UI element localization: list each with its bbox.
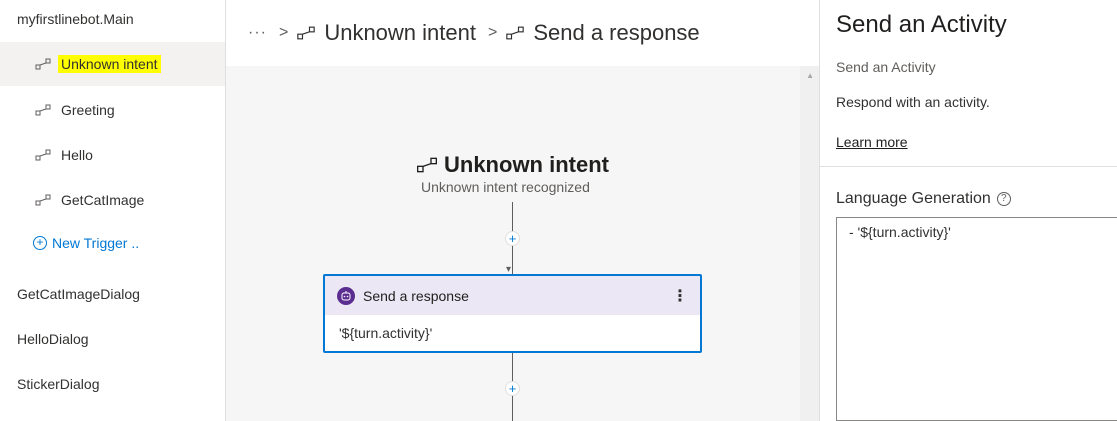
dialog-title-main[interactable]: myfirstlinebot.Main bbox=[17, 11, 134, 27]
trigger-icon bbox=[35, 149, 51, 161]
new-trigger-label: New Trigger .. bbox=[52, 235, 140, 251]
card-body: '${turn.activity}' bbox=[339, 325, 433, 341]
add-action-button[interactable]: + bbox=[505, 381, 520, 396]
sidebar-item-unknown-intent[interactable]: Unknown intent bbox=[0, 42, 225, 86]
card-title: Send a response bbox=[363, 287, 469, 304]
new-trigger-button[interactable]: + New Trigger .. bbox=[33, 235, 139, 251]
panel-title: Send an Activity bbox=[836, 11, 1007, 38]
breadcrumb: ··· > Unknown intent > Send a response bbox=[226, 0, 819, 66]
dialog-item-getcatimagedialog[interactable]: GetCatImageDialog bbox=[17, 286, 140, 302]
sidebar-item-hello[interactable]: Hello bbox=[0, 133, 225, 177]
send-response-card[interactable]: Send a response ⋮ '${turn.activity}' bbox=[323, 274, 702, 353]
trigger-node-title: Unknown intent bbox=[416, 152, 609, 178]
sidebar-item-label: GetCatImage bbox=[61, 192, 145, 208]
lg-label-text: Language Generation bbox=[836, 190, 991, 207]
action-icon bbox=[506, 26, 525, 40]
arrow-down-icon: ▾ bbox=[506, 264, 512, 275]
bot-icon bbox=[337, 286, 355, 305]
lg-label: Language Generation ? bbox=[836, 190, 1011, 208]
help-icon[interactable]: ? bbox=[996, 192, 1011, 206]
trigger-icon bbox=[35, 194, 51, 206]
breadcrumb-item-unknown-intent[interactable]: Unknown intent bbox=[324, 20, 476, 45]
divider bbox=[820, 166, 1117, 167]
more-options-icon[interactable]: ⋮ bbox=[672, 288, 688, 305]
trigger-icon bbox=[35, 58, 51, 70]
breadcrumb-item-send-response[interactable]: Send a response bbox=[533, 20, 700, 45]
vertical-scrollbar[interactable] bbox=[800, 66, 819, 421]
learn-more-link[interactable]: Learn more bbox=[836, 134, 908, 150]
sidebar-item-label: Hello bbox=[61, 147, 93, 163]
dialog-item-stickerdialog[interactable]: StickerDialog bbox=[17, 376, 100, 392]
trigger-title-text: Unknown intent bbox=[444, 152, 609, 177]
add-action-button[interactable]: + bbox=[505, 231, 520, 246]
add-circle-icon: + bbox=[33, 236, 47, 250]
chevron-right-icon: > bbox=[278, 24, 289, 41]
sidebar-item-label: Greeting bbox=[61, 102, 115, 118]
panel-description: Respond with an activity. bbox=[836, 94, 990, 110]
breadcrumb-overflow-button[interactable]: ··· bbox=[248, 24, 267, 41]
sidebar: myfirstlinebot.Main Unknown intent Greet… bbox=[0, 0, 226, 421]
scroll-up-arrow-icon[interactable]: ▲ bbox=[806, 71, 814, 80]
lg-editor[interactable]: - '${turn.activity}' bbox=[836, 217, 1117, 421]
panel-subtitle: Send an Activity bbox=[836, 59, 936, 75]
trigger-subtitle: Unknown intent recognized bbox=[421, 179, 590, 195]
trigger-icon bbox=[417, 157, 437, 173]
chevron-right-icon: > bbox=[487, 24, 498, 41]
sidebar-item-greeting[interactable]: Greeting bbox=[0, 88, 225, 132]
property-panel: Send an Activity Send an Activity Respon… bbox=[819, 0, 1117, 421]
sidebar-item-label: Unknown intent bbox=[58, 55, 161, 73]
card-header: Send a response ⋮ bbox=[325, 276, 700, 315]
trigger-icon bbox=[35, 104, 51, 116]
sidebar-item-getcatimage[interactable]: GetCatImage bbox=[0, 178, 225, 222]
visual-editor: ··· > Unknown intent > Send a response ▲… bbox=[226, 0, 819, 421]
trigger-icon bbox=[297, 26, 316, 40]
dialog-item-hellodialog[interactable]: HelloDialog bbox=[17, 331, 89, 347]
